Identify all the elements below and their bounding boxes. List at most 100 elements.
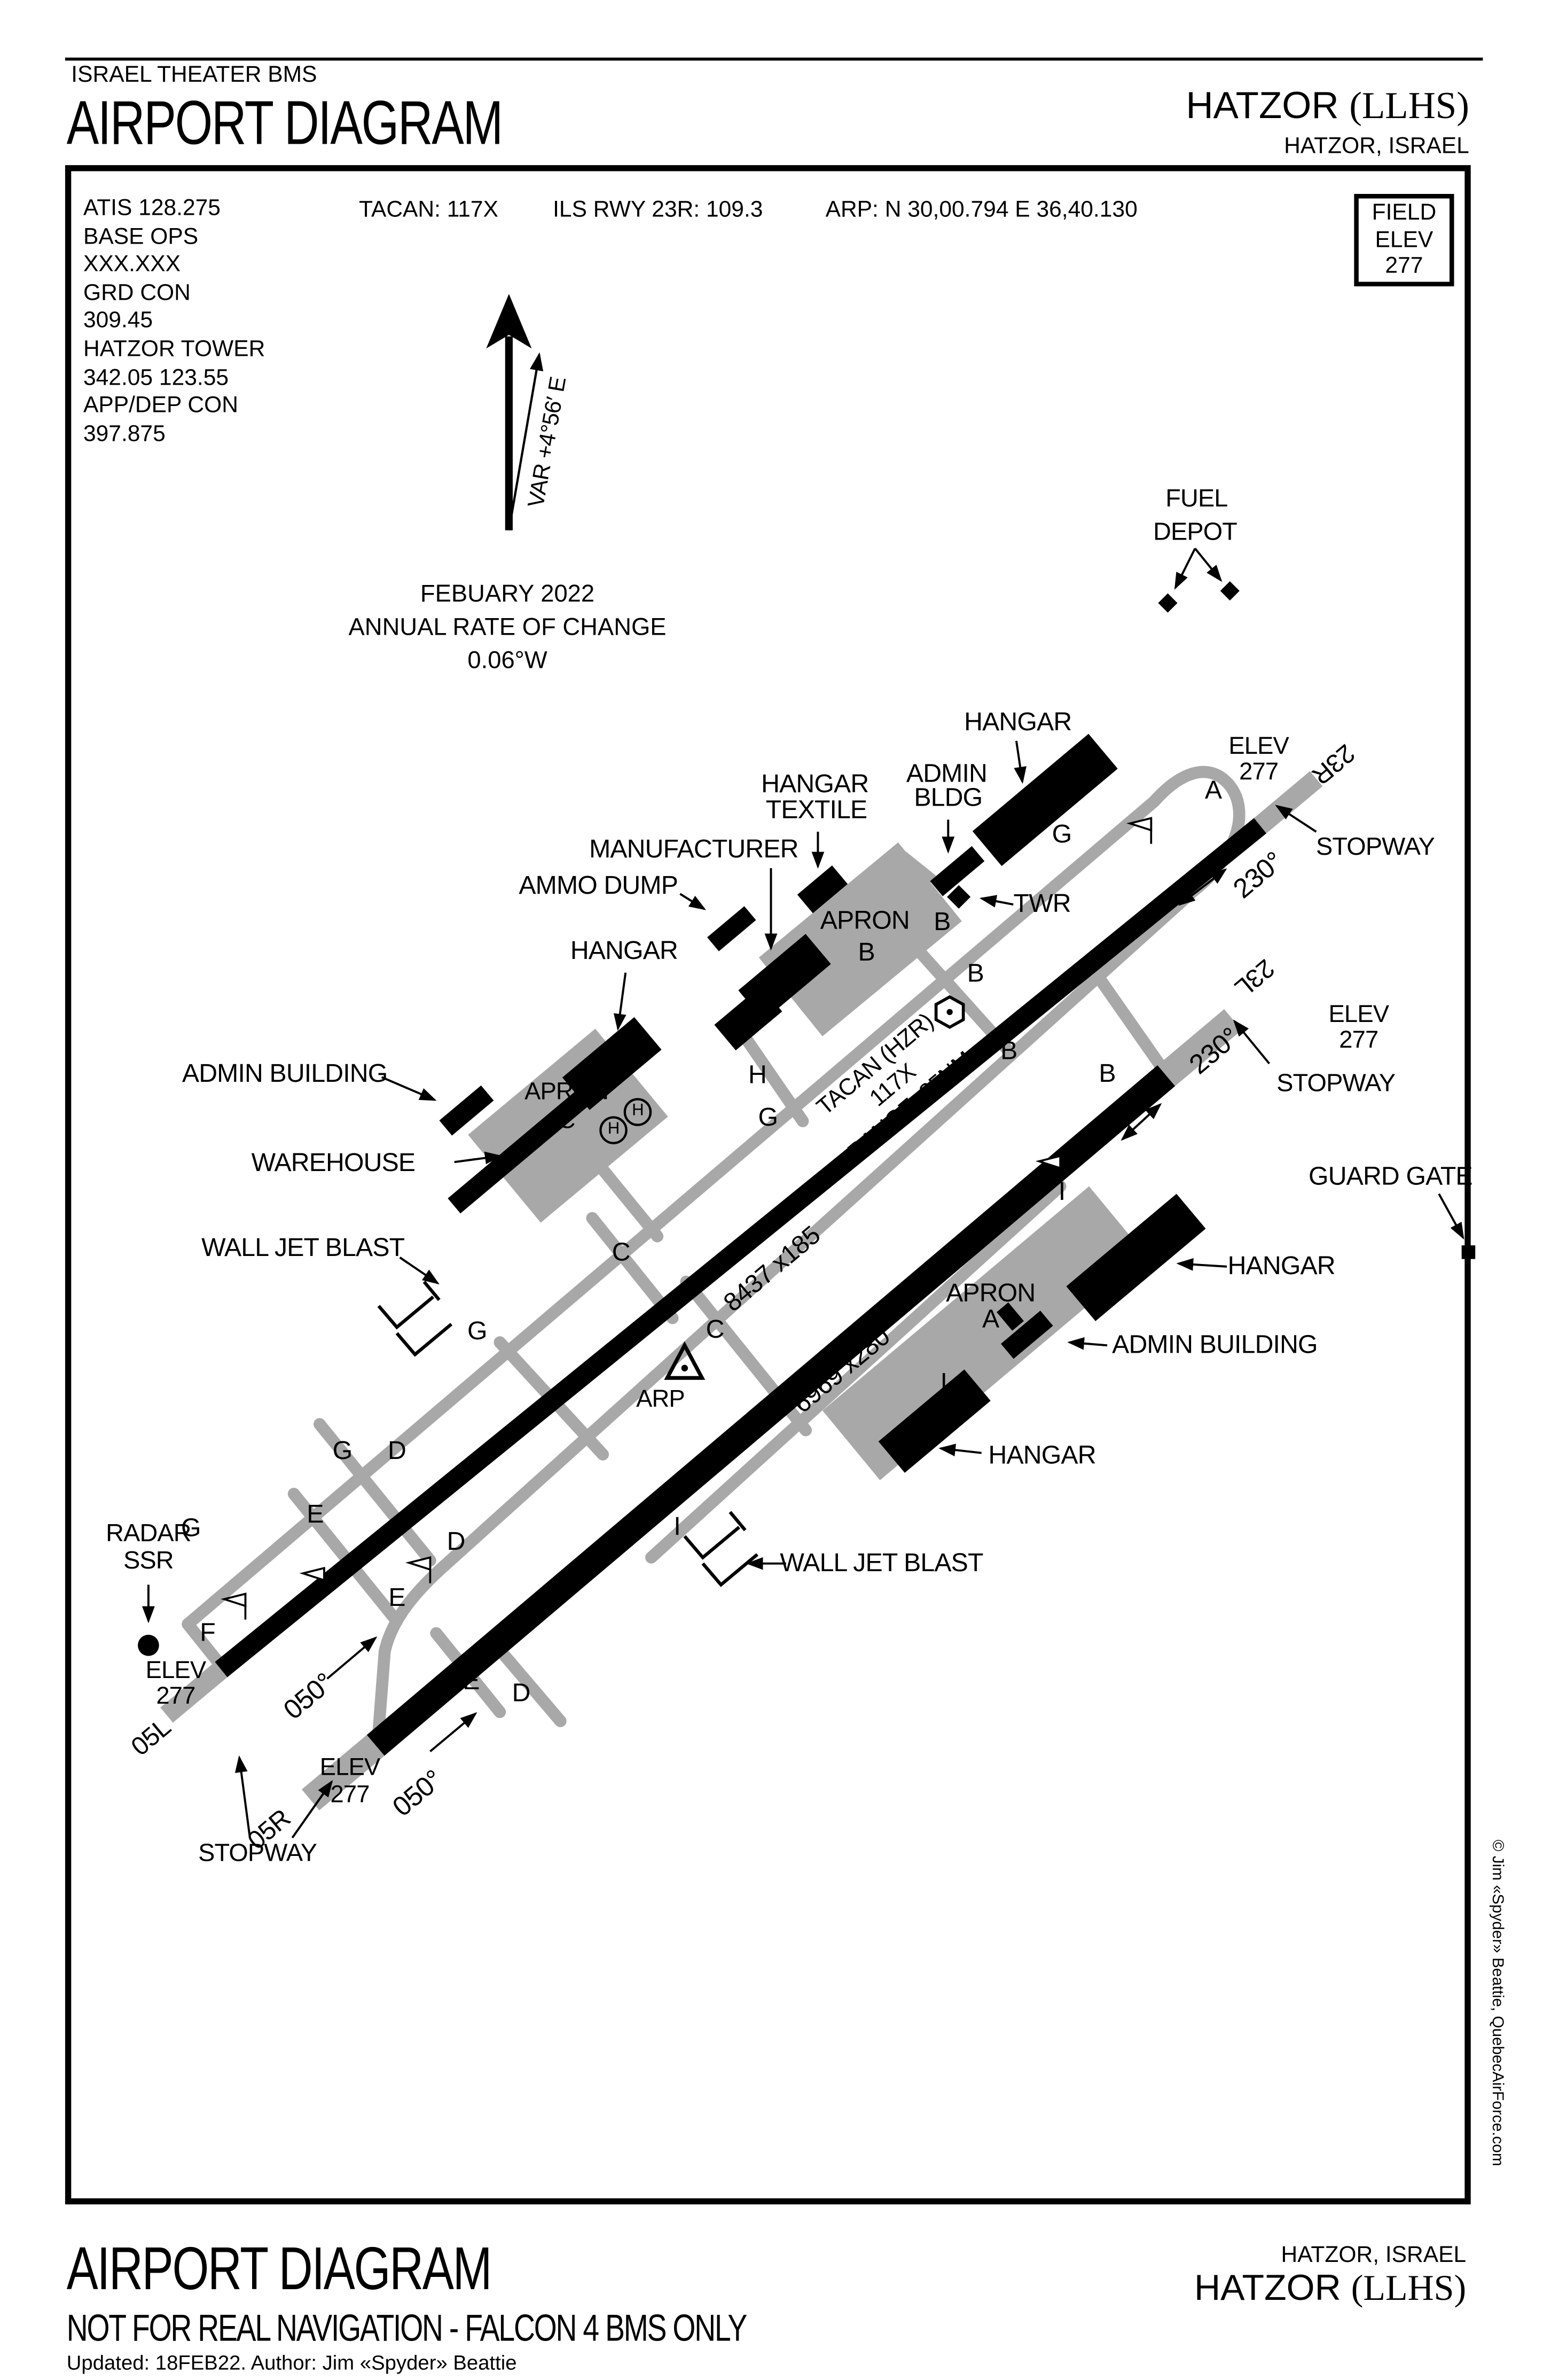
taxiway-letter-e: E: [388, 1583, 405, 1612]
radar-ssr-label: RADAR: [106, 1520, 191, 1548]
elev-23l-label: ELEV: [1328, 1002, 1389, 1028]
taxiway-letter-b: B: [1000, 1036, 1017, 1065]
airport-icao: (LLHS): [1349, 86, 1469, 128]
admin-building-right-wing: [997, 1302, 1024, 1331]
hangar-top-label: HANGAR: [964, 707, 1072, 737]
guard-gate-square: [1461, 1245, 1476, 1259]
taxiway-letter-d: D: [512, 1679, 531, 1708]
fuel-depot-tank-2: [1220, 581, 1240, 601]
stopway-05-label: STOPWAY: [198, 1839, 317, 1867]
comm-line: 309.45: [83, 308, 153, 334]
hangar-right-top-arrow: [1176, 1258, 1227, 1271]
taxiway-letter-g: G: [758, 1103, 778, 1132]
helipad-circle: [599, 1116, 628, 1144]
admin-building-right-label: ADMIN BUILDING: [1112, 1330, 1318, 1359]
hangar-textile-label: TEXTILE: [765, 795, 868, 824]
atis-line: ATIS 128.275: [83, 195, 221, 222]
taxiway-letter-g: G: [332, 1436, 353, 1465]
footer-subtitle: NOT FOR REAL NAVIGATION - FALCON 4 BMS O…: [67, 2307, 938, 2351]
apron-c-label: APRON: [524, 1079, 609, 1105]
heading-050-arrow-2: [429, 1712, 477, 1752]
windsock-icon: [405, 1556, 432, 1583]
hangar-textile-building: [797, 865, 848, 914]
heading-230-arrow-2: [1121, 1103, 1162, 1141]
apron-b-notch: [881, 851, 936, 905]
taxiway-connector-apron-c: [597, 1164, 664, 1243]
elev-23r-label: ELEV: [1228, 734, 1289, 760]
taxiway-letter-h: H: [748, 1060, 767, 1090]
fuel-arrow-left: [1174, 548, 1196, 590]
wall-jet-blast-left-arrow: [399, 1257, 440, 1285]
stopway-23r: [1254, 771, 1323, 833]
elev-05r-label: ELEV: [319, 1755, 380, 1781]
apron-a-letter: A: [982, 1304, 999, 1333]
ammo-dump-arrow: [679, 893, 707, 910]
guard-gate-label: GUARD GATE: [1309, 1162, 1473, 1191]
radar-ssr-dot: [138, 1634, 159, 1656]
arp-info: ARP: N 30,00.794 E 36,40.130: [825, 197, 1138, 223]
page-title-text: AIRPORT DIAGRAM: [66, 88, 503, 158]
airport-name: HATZOR: [1186, 84, 1339, 128]
heading-050-arrow-1: [326, 1636, 378, 1680]
warehouse-building: [448, 1083, 598, 1214]
taxiway-letter-g: G: [1052, 820, 1072, 849]
ils-info: ILS RWY 23R: 109.3: [553, 197, 763, 223]
taxiway-letter-b: B: [967, 959, 984, 988]
elev-05l-label: ELEV: [145, 1658, 206, 1684]
taxiway-letter-f: F: [200, 1618, 215, 1647]
airport-location: HATZOR, ISRAEL: [1284, 133, 1469, 159]
stopway-23r-arrow: [1275, 805, 1317, 833]
wall-jet-blast-right-label: WALL JET BLAST: [780, 1548, 983, 1578]
fuel-depot-label: FUEL: [1165, 485, 1228, 513]
comm-line: HATZOR TOWER: [83, 336, 265, 362]
apron-c-letter: C: [558, 1108, 576, 1134]
runway-05l-23r: [215, 818, 1267, 1677]
guard-gate-arrow: [1438, 1193, 1464, 1240]
taxiway-letter-e: E: [463, 1666, 480, 1696]
helipad-circle: [623, 1098, 652, 1126]
taxiway-connector-b2: [1093, 972, 1170, 1076]
stopway-05r-arrow: [291, 1780, 333, 1839]
stopway-23l: [1157, 1009, 1242, 1087]
windsock-icon: [299, 1566, 325, 1594]
blast-wall-left: [377, 1281, 453, 1357]
footer-location: HATZOR, ISRAEL: [1281, 2242, 1467, 2268]
admin-building-right-arrow: [1067, 1337, 1108, 1350]
footer-title-text: AIRPORT DIAGRAM: [66, 2236, 492, 2303]
apron-a-pavement: [822, 1186, 1147, 1480]
field-elev-value: 277: [1385, 253, 1423, 279]
elev-05l-value: 277: [156, 1684, 195, 1710]
hangar-right-top-building: [1066, 1193, 1206, 1322]
page-title: AIRPORT DIAGRAM: [67, 88, 625, 159]
taxiway-letter-a: A: [1204, 775, 1222, 805]
taxiway-connector-gd: [314, 1418, 436, 1567]
tacan-symbol: [934, 995, 965, 1029]
taxiway-letter-g: G: [181, 1513, 201, 1542]
taxiway-letter-c: C: [612, 1237, 631, 1267]
admin-bldg-label: ADMIN: [906, 759, 988, 788]
footer-updated: Updated: 18FEB22. Author: Jim «Spyder» B…: [66, 2351, 517, 2374]
hangar-left-label: HANGAR: [570, 936, 678, 965]
heading-230-arrow-1: [1178, 868, 1227, 906]
elev-23r-value: 277: [1239, 760, 1279, 786]
stopway-23r-label: STOPWAY: [1316, 833, 1435, 861]
manufacturer-label: MANUFACTURER: [589, 834, 798, 864]
apron-a-label: APRON: [946, 1278, 1036, 1308]
windsocks: [221, 817, 1153, 1620]
airport-title: HATZOR (LLHS): [1186, 85, 1469, 129]
taxiway-letter-e: E: [307, 1500, 324, 1529]
hangar-b2-building: [714, 986, 782, 1051]
fuel-arrow-right: [1194, 548, 1223, 582]
comm-line: XXX.XXX: [83, 252, 181, 278]
footer-airport-name: HATZOR: [1194, 2268, 1341, 2309]
footer-subtitle-text: NOT FOR REAL NAVIGATION - FALCON 4 BMS O…: [66, 2307, 748, 2350]
taxiway-letter-i: I: [1058, 1177, 1066, 1206]
tacan-info: TACAN: 117X: [359, 197, 498, 223]
apron-b-letter: B: [858, 938, 875, 967]
taxiway-letter-c: C: [706, 1315, 725, 1344]
arp-label: ARP: [636, 1387, 685, 1413]
fuel-depot-label: DEPOT: [1153, 518, 1237, 546]
chart-border: [65, 165, 1471, 2205]
field-elev-box: FIELD ELEV 277: [1354, 194, 1454, 286]
